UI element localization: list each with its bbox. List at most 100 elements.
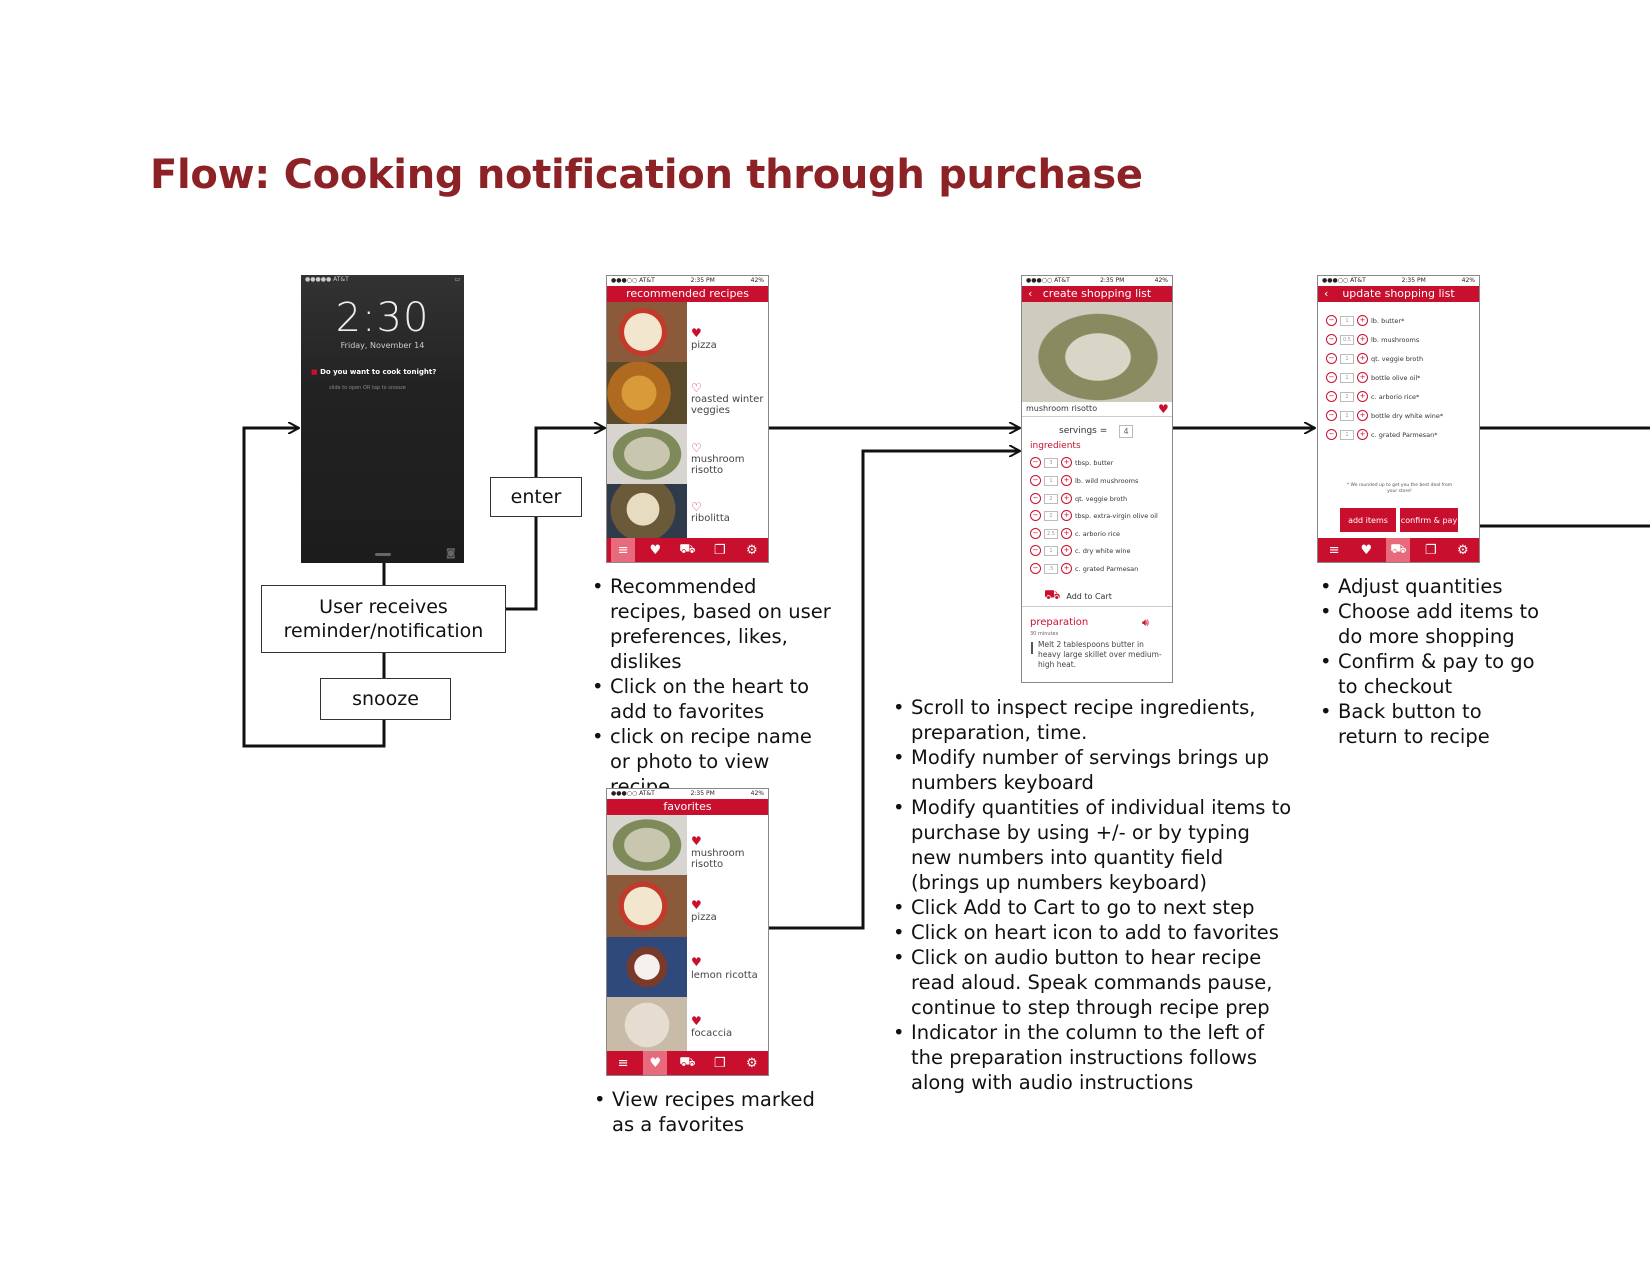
plus-button[interactable]: + [1061, 545, 1072, 556]
quantity-field[interactable]: 2 [1044, 510, 1058, 521]
audio-icon[interactable]: 🔊︎ [1142, 616, 1149, 629]
note-item: Recommended recipes, based on user prefe… [592, 574, 832, 674]
camera-icon[interactable]: ◙ [446, 548, 456, 559]
plus-button[interactable]: + [1357, 353, 1368, 364]
lock-notification[interactable]: ■ Do you want to cook tonight? [311, 368, 437, 376]
heart-icon[interactable]: ♥ [691, 955, 702, 969]
recipe-photo-veggies[interactable] [607, 362, 687, 424]
recipe-name[interactable]: mushroom risotto [691, 848, 745, 870]
recipe-photo-pizza[interactable] [607, 875, 687, 937]
recipe-name[interactable]: pizza [691, 912, 717, 923]
heart-icon[interactable]: ♥ [691, 326, 702, 340]
minus-button[interactable]: − [1030, 528, 1041, 539]
plus-button[interactable]: + [1357, 372, 1368, 383]
recipe-name[interactable]: lemon ricotta [691, 970, 758, 981]
recipe-photo-pizza[interactable] [607, 302, 687, 362]
plus-button[interactable]: + [1061, 475, 1072, 486]
cart-icon[interactable]: ⛟ [1386, 538, 1411, 562]
gear-icon[interactable]: ⚙ [746, 542, 758, 558]
minus-button[interactable]: − [1030, 563, 1041, 574]
gear-icon[interactable]: ⚙ [746, 1055, 758, 1071]
plus-button[interactable]: + [1061, 457, 1072, 468]
heart-icon[interactable]: ♥ [691, 834, 702, 848]
minus-button[interactable]: − [1030, 545, 1041, 556]
heart-icon[interactable]: ♥ [1360, 542, 1373, 558]
back-icon[interactable]: ‹ [1324, 287, 1329, 300]
plus-button[interactable]: + [1357, 429, 1368, 440]
plus-button[interactable]: + [1061, 563, 1072, 574]
heart-outline-icon[interactable]: ♡ [691, 441, 702, 455]
recipe-photo-risotto[interactable] [607, 424, 687, 484]
connector-snooze-loop [242, 428, 386, 748]
minus-button[interactable]: − [1030, 510, 1041, 521]
servings-input[interactable]: 4 [1119, 425, 1133, 438]
heart-outline-icon[interactable]: ♡ [691, 381, 702, 395]
minus-button[interactable]: − [1326, 372, 1337, 383]
add-items-button[interactable]: add items [1340, 508, 1396, 532]
quantity-field[interactable]: 1 [1340, 410, 1354, 421]
add-to-cart-button[interactable]: ⛟ Add to Cart [1044, 588, 1112, 603]
quantity-field[interactable]: 2 [1340, 391, 1354, 402]
recipe-name[interactable]: ribolitta [691, 513, 730, 524]
heart-outline-icon[interactable]: ♡ [691, 500, 702, 514]
minus-button[interactable]: − [1326, 429, 1337, 440]
quantity-field[interactable]: 0.5 [1340, 334, 1354, 345]
heart-icon[interactable]: ♥ [691, 1014, 702, 1028]
quantity-field[interactable]: 1 [1340, 372, 1354, 383]
heart-icon[interactable]: ♥ [649, 542, 662, 558]
recipe-photo-lemon-ricotta[interactable] [607, 937, 687, 997]
quantity-field[interactable]: 3 [1044, 457, 1058, 468]
recipe-name[interactable]: mushroom risotto [691, 454, 745, 476]
connector-favorites-to-recipe [769, 451, 1020, 930]
recipe-photo-ribolitta[interactable] [607, 484, 687, 540]
gear-icon[interactable]: ⚙ [1457, 542, 1469, 558]
copy-icon[interactable]: ❐ [713, 1055, 726, 1071]
cart-icon[interactable]: ⛟ [679, 541, 696, 557]
minus-button[interactable]: − [1030, 493, 1041, 504]
minus-button[interactable]: − [1326, 334, 1337, 345]
heart-icon[interactable]: ♥ [643, 1051, 668, 1075]
lock-hint: slide to open OR tap to snooze [329, 385, 406, 391]
recipe-name[interactable]: pizza [691, 340, 717, 351]
minus-button[interactable]: − [1326, 315, 1337, 326]
minus-button[interactable]: − [1326, 391, 1337, 402]
recipe-photo-focaccia[interactable] [607, 997, 687, 1053]
copy-icon[interactable]: ❐ [1424, 542, 1437, 558]
plus-button[interactable]: + [1061, 510, 1072, 521]
back-icon[interactable]: ‹ [1028, 287, 1033, 300]
quantity-field[interactable]: 1 [1340, 315, 1354, 326]
plus-button[interactable]: + [1061, 528, 1072, 539]
recipe-name[interactable]: roasted winter veggies [691, 394, 764, 416]
plus-button[interactable]: + [1357, 334, 1368, 345]
quantity-field[interactable]: 2.5 [1044, 528, 1058, 539]
menu-icon[interactable]: ≡ [611, 538, 636, 562]
shopping-row: −2+c. arborio rice* [1326, 391, 1419, 402]
quantity-field[interactable]: 1 [1044, 475, 1058, 486]
heart-icon[interactable]: ♥ [1158, 402, 1169, 416]
confirm-pay-button[interactable]: confirm & pay [1400, 508, 1458, 532]
quantity-field[interactable]: 1 [1340, 429, 1354, 440]
plus-button[interactable]: + [1357, 391, 1368, 402]
heart-icon[interactable]: ♥ [691, 898, 702, 912]
plus-button[interactable]: + [1357, 410, 1368, 421]
quantity-field[interactable]: 1 [1044, 545, 1058, 556]
plus-button[interactable]: + [1061, 493, 1072, 504]
quantity-field[interactable]: 1 [1340, 353, 1354, 364]
plus-button[interactable]: + [1357, 315, 1368, 326]
shopping-notes: Adjust quantities Choose add items to do… [1320, 574, 1540, 749]
minus-button[interactable]: − [1030, 475, 1041, 486]
copy-icon[interactable]: ❐ [713, 542, 726, 558]
menu-icon[interactable]: ≡ [617, 1055, 629, 1071]
minus-button[interactable]: − [1326, 410, 1337, 421]
minus-button[interactable]: − [1326, 353, 1337, 364]
lock-date: Friday, November 14 [340, 341, 425, 350]
menu-icon[interactable]: ≡ [1328, 542, 1340, 558]
cart-icon[interactable]: ⛟ [679, 1054, 696, 1070]
quantity-field[interactable]: .5 [1044, 563, 1058, 574]
recipe-photo-risotto[interactable] [607, 815, 687, 875]
quantity-field[interactable]: 2 [1044, 493, 1058, 504]
minus-button[interactable]: − [1030, 457, 1041, 468]
recipe-name[interactable]: focaccia [691, 1028, 733, 1039]
